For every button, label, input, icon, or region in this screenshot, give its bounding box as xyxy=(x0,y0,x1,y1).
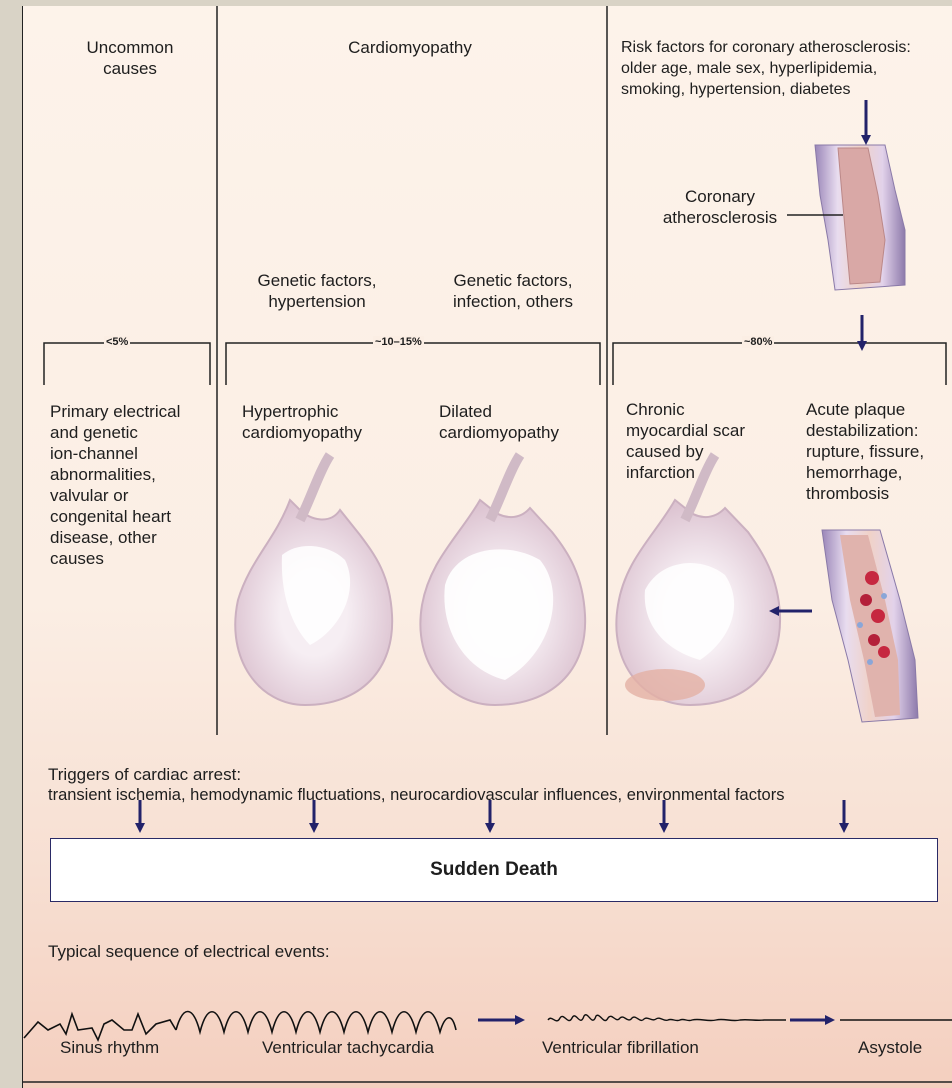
coronary-vessel-illustration xyxy=(787,145,905,290)
scar-label: Chronic myocardial scar caused by infarc… xyxy=(626,399,796,483)
uncommon-header: Uncommon causes xyxy=(60,37,200,79)
bracket-cardiomyopathy xyxy=(226,343,600,385)
uncommon-description: Primary electrical and genetic ion-chann… xyxy=(50,401,220,569)
sequence-title: Typical sequence of electrical events: xyxy=(48,941,548,962)
event-ventricular-fibrillation: Ventricular fibrillation xyxy=(542,1037,772,1058)
percent-cardiomyopathy: ~10–15% xyxy=(373,336,424,348)
heart-scarred xyxy=(616,455,780,705)
triggers-list: transient ischemia, hemodynamic fluctuat… xyxy=(48,785,943,806)
plaque-label: Acute plaque destabilization: rupture, f… xyxy=(806,399,952,504)
dilated-label: Dilated cardiomyopathy xyxy=(439,401,604,443)
factors-infection: Genetic factors, infection, others xyxy=(428,270,598,312)
sudden-death-box: Sudden Death xyxy=(50,838,938,902)
event-ventricular-tachycardia: Ventricular tachycardia xyxy=(262,1037,492,1058)
ecg-ventricular-tachycardia xyxy=(176,1011,456,1032)
event-sinus-rhythm: Sinus rhythm xyxy=(60,1037,200,1058)
bracket-coronary xyxy=(613,343,946,385)
hypertrophic-label: Hypertrophic cardiomyopathy xyxy=(242,401,412,443)
atherosclerosis-label: Coronary atherosclerosis xyxy=(650,186,790,228)
event-asystole: Asystole xyxy=(858,1037,948,1058)
heart-dilated xyxy=(420,455,585,705)
bracket-uncommon xyxy=(44,343,210,385)
plaque-vessel-illustration xyxy=(822,530,918,722)
factors-hypertension: Genetic factors, hypertension xyxy=(232,270,402,312)
sudden-death-label: Sudden Death xyxy=(430,859,558,881)
triggers-title: Triggers of cardiac arrest: xyxy=(48,764,938,785)
coronary-risk-factors: Risk factors for coronary atherosclerosi… xyxy=(621,37,952,100)
heart-hypertrophic xyxy=(235,455,392,705)
ecg-ventricular-fibrillation xyxy=(548,1015,786,1021)
cardiomyopathy-header: Cardiomyopathy xyxy=(300,37,520,58)
percent-uncommon: <5% xyxy=(104,336,130,348)
percent-coronary: ~80% xyxy=(742,336,774,348)
